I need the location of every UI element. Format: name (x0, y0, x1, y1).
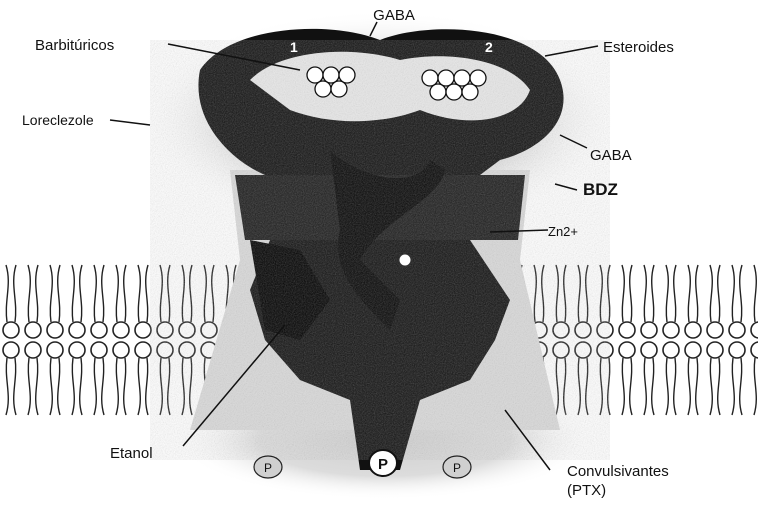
site-2-label: 2 (485, 39, 493, 55)
phosphate-left: P (254, 456, 282, 478)
phosphate-center: P (369, 450, 397, 476)
label-loreclezole: Loreclezole (22, 112, 94, 128)
svg-text:P: P (264, 461, 272, 475)
label-ptx: (PTX) (567, 482, 606, 499)
svg-text:P: P (453, 461, 461, 475)
phosphate-right: P (443, 456, 471, 478)
label-gaba-top: GABA (373, 7, 415, 24)
label-bdz: BDZ (583, 180, 618, 199)
site-1-label: 1 (290, 39, 298, 55)
label-esteroides: Esteroides (603, 39, 674, 56)
label-convulsivantes: Convulsivantes (567, 463, 669, 480)
label-zinc: Zn2+ (548, 224, 578, 239)
label-etanol: Etanol (110, 445, 153, 462)
svg-text:P: P (378, 456, 388, 473)
zinc-site (399, 254, 411, 266)
label-gaba-right: GABA (590, 147, 632, 164)
label-barbituricos: Barbitúricos (35, 37, 114, 54)
